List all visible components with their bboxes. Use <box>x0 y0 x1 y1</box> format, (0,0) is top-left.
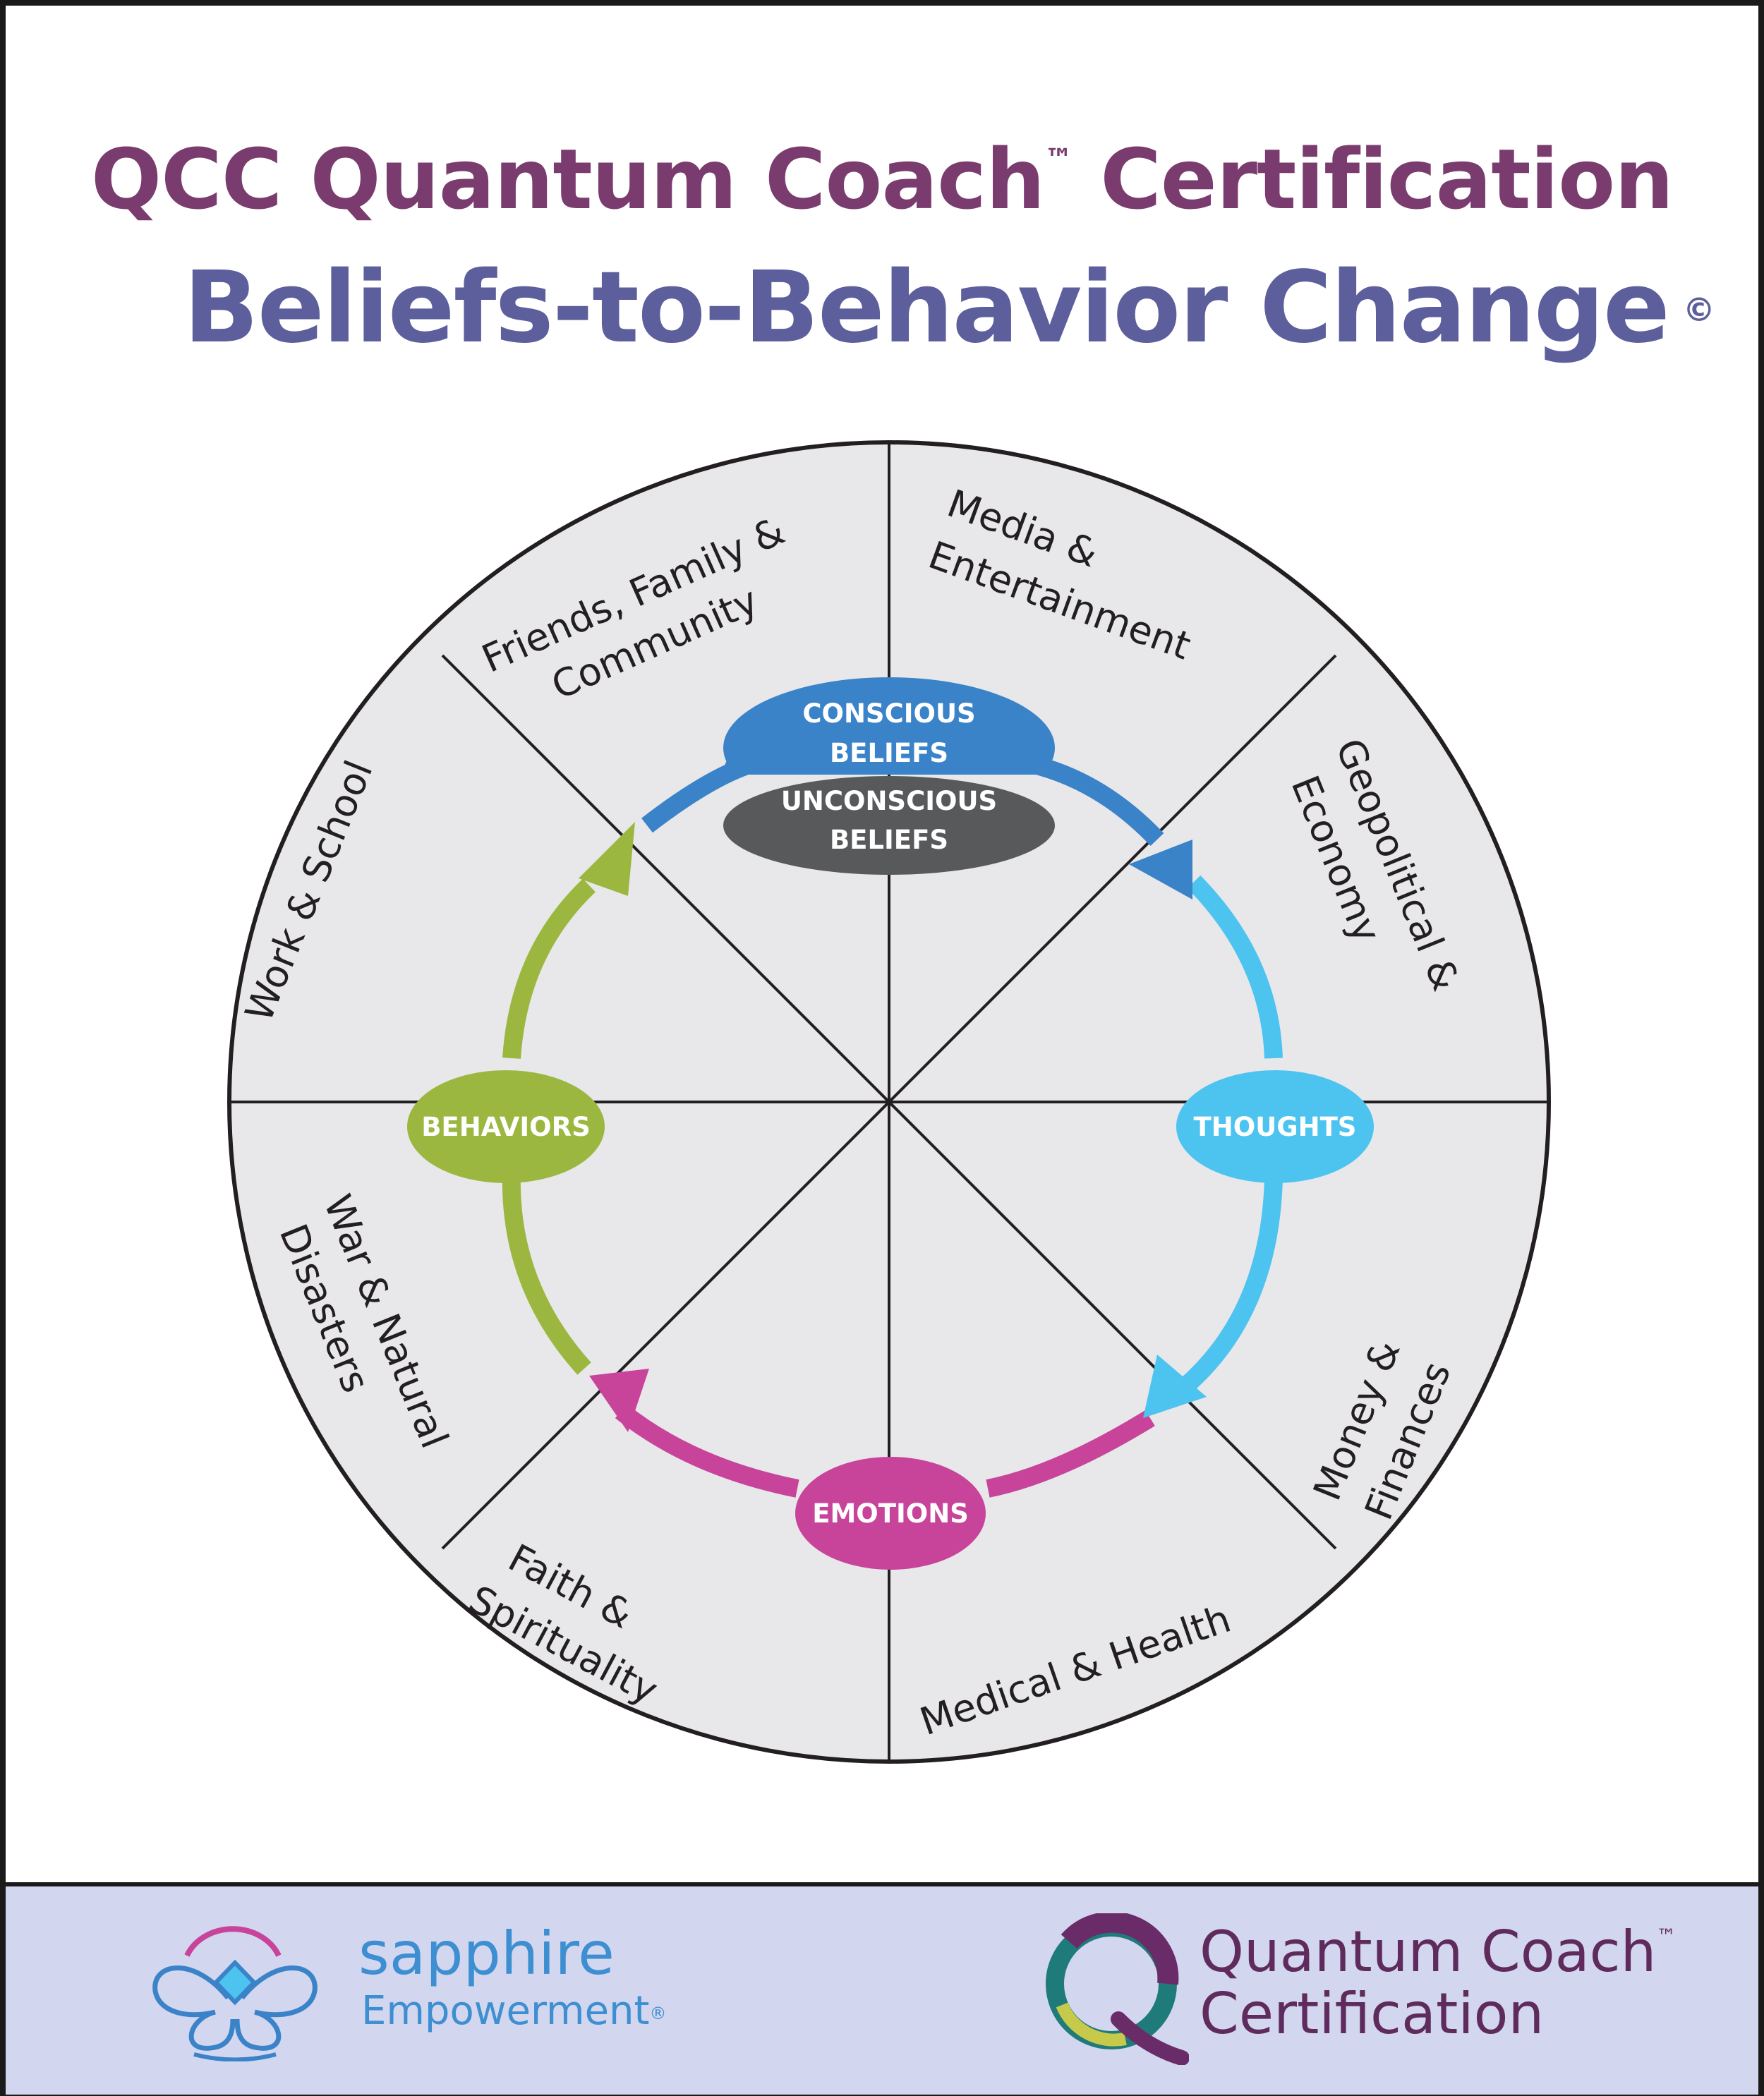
sapphire-wordmark: sapphire <box>358 1919 615 1988</box>
arc-emotions-left <box>615 1403 799 1498</box>
quantum-coach-wordmark: Quantum Coach™ <box>1200 1919 1677 1985</box>
unconscious-label-1: UNCONSCIOUS <box>781 786 997 816</box>
arc-emotions-right <box>986 1410 1155 1498</box>
arrowhead-to-thoughts <box>1129 840 1192 899</box>
page-subtitle: Beliefs-to-Behavior Change© <box>183 250 1715 365</box>
thoughts-node <box>1176 1070 1374 1183</box>
conscious-label-1: CONSCIOUS <box>802 698 975 729</box>
behaviors-label: BEHAVIORS <box>421 1112 591 1142</box>
unconscious-label-2: BELIEFS <box>830 825 948 855</box>
arrowhead-to-beliefs <box>579 822 635 896</box>
unconscious-beliefs-node <box>723 776 1055 875</box>
empowerment-wordmark: Empowerment® <box>361 1988 667 2034</box>
arrowhead-to-emotions <box>1143 1355 1207 1418</box>
certification-wordmark: Certification <box>1200 1981 1545 2047</box>
arc-behaviors-top <box>502 878 596 1059</box>
page-title: QCC Quantum Coach™ Certification <box>90 131 1674 228</box>
conscious-label-2: BELIEFS <box>830 738 948 768</box>
arc-thoughts-bottom <box>1179 1177 1283 1393</box>
footer-band <box>6 1882 1758 2095</box>
thoughts-label: THOUGHTS <box>1194 1112 1357 1142</box>
conscious-beliefs-node <box>723 677 1055 775</box>
emotions-label: EMOTIONS <box>812 1498 969 1529</box>
copyright-symbol: © <box>1682 291 1715 329</box>
arc-thoughts-top <box>1187 875 1283 1059</box>
sapphire-butterfly-logo <box>152 1926 318 2061</box>
behaviors-node <box>407 1070 605 1183</box>
quantum-coach-q-logo <box>1046 1913 1189 2065</box>
emotions-node <box>795 1457 986 1570</box>
arc-behaviors-bottom <box>502 1170 591 1375</box>
arrowhead-to-behaviors <box>589 1369 649 1432</box>
